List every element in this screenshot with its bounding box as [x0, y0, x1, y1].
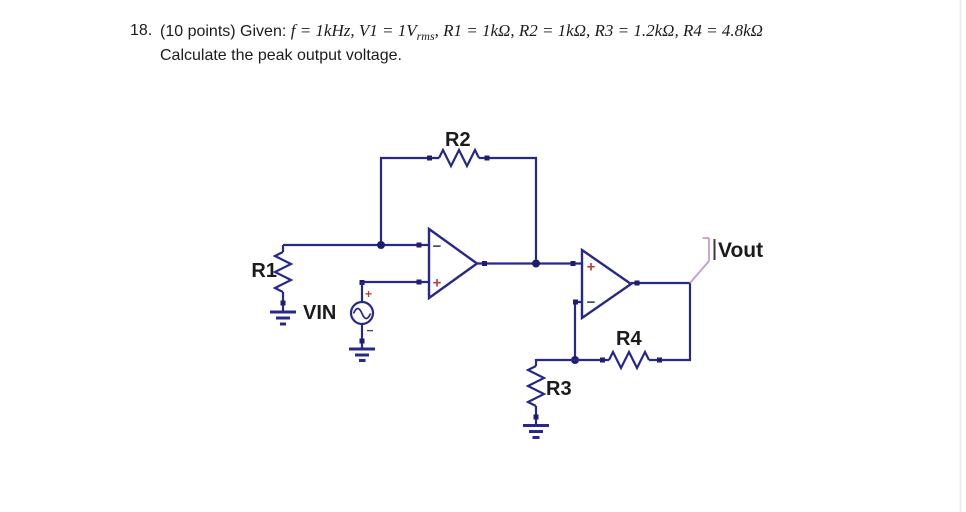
opamp2-triangle-icon	[580, 247, 634, 321]
r2-label: R2	[445, 129, 471, 151]
r4-feedback-network: R4	[536, 280, 692, 371]
vin-source: + − VIN	[303, 287, 375, 362]
r4-resistor-zigzag	[608, 349, 650, 371]
stage1-to-stage2-wire	[477, 259, 582, 268]
r2-left-lead-wire	[379, 156, 439, 245]
given-math-b: , R1 = 1kΩ, R2 = 1kΩ, R3 = 1.2kΩ, R4 = 4…	[434, 21, 763, 40]
junction-dot-r2-input	[377, 241, 385, 249]
opamp1: − +	[427, 226, 480, 301]
given-math-subscript: rms	[416, 29, 435, 43]
r4-left-terminal-dot	[600, 357, 605, 363]
r2-left-terminal-dot	[427, 155, 432, 161]
r2-right-terminal-dot	[484, 155, 490, 161]
vin-label: VIN	[303, 302, 336, 324]
problem-number: 18.	[130, 22, 153, 39]
opamp2-plus-sign: +	[587, 259, 596, 276]
opamp1-plus-sign: +	[433, 275, 442, 292]
opamp1-noninverting-terminal-dot	[416, 279, 422, 285]
r2-feedback-network: R2	[379, 129, 538, 264]
opamp1-output-terminal-dot	[482, 261, 487, 266]
sine-wave-glyph-icon	[352, 307, 372, 320]
r3-bottom-terminal-dot	[533, 414, 539, 420]
given-prefix: (10 points) Given:	[160, 23, 291, 40]
vout-probe: Vout	[689, 237, 763, 284]
r3-resistor-zigzag	[525, 365, 547, 407]
probe-flag-icon	[689, 237, 710, 284]
opamp2-output-terminal-dot	[634, 280, 640, 286]
problem-statement: 18. (10 points) Given: f = 1kHz, V1 = 1V…	[130, 21, 763, 66]
problem-text: (10 points) Given: f = 1kHz, V1 = 1Vrms,…	[160, 21, 763, 66]
opamp1-inverting-input-wire	[283, 241, 429, 249]
vin-plus-sign: +	[365, 287, 372, 301]
r1-resistor-zigzag	[272, 251, 294, 293]
opamp2-inverting-branch	[571, 299, 582, 364]
r1-bottom-terminal-dot	[280, 300, 286, 306]
instruction-line: Calculate the peak output voltage.	[160, 47, 402, 64]
r4-right-terminal-dot	[657, 357, 662, 363]
r4-label: R4	[616, 328, 642, 350]
r2-resistor-zigzag	[438, 147, 480, 169]
opamp2-plus-terminal-dot	[570, 261, 576, 266]
r2-right-lead-wire	[479, 156, 538, 264]
r1-label: R1	[251, 260, 277, 282]
r3-label: R3	[546, 378, 572, 400]
given-math-a: f = 1kHz, V1 = 1V	[290, 21, 417, 40]
output-loop-wire	[631, 281, 692, 362]
opamp1-noninverting-input-wire	[359, 279, 429, 302]
r3-resistor-branch: R3	[523, 359, 572, 439]
vout-label: Vout	[718, 239, 763, 262]
opamp2-inverting-terminal-dot	[573, 299, 578, 305]
opamp1-inverting-terminal-dot	[416, 242, 422, 248]
vin-minus-sign: −	[366, 324, 373, 338]
junction-dot-r2-output	[532, 259, 540, 268]
opamp2-minus-sign: −	[587, 294, 596, 311]
r1-resistor-branch: R1	[251, 245, 296, 326]
opamp1-triangle-icon	[427, 226, 480, 301]
opamp2: + −	[580, 247, 634, 321]
opamp1-minus-sign: −	[433, 238, 442, 255]
given-line: (10 points) Given: f = 1kHz, V1 = 1Vrms,…	[160, 21, 763, 46]
vin-bottom-terminal-dot	[359, 338, 365, 344]
